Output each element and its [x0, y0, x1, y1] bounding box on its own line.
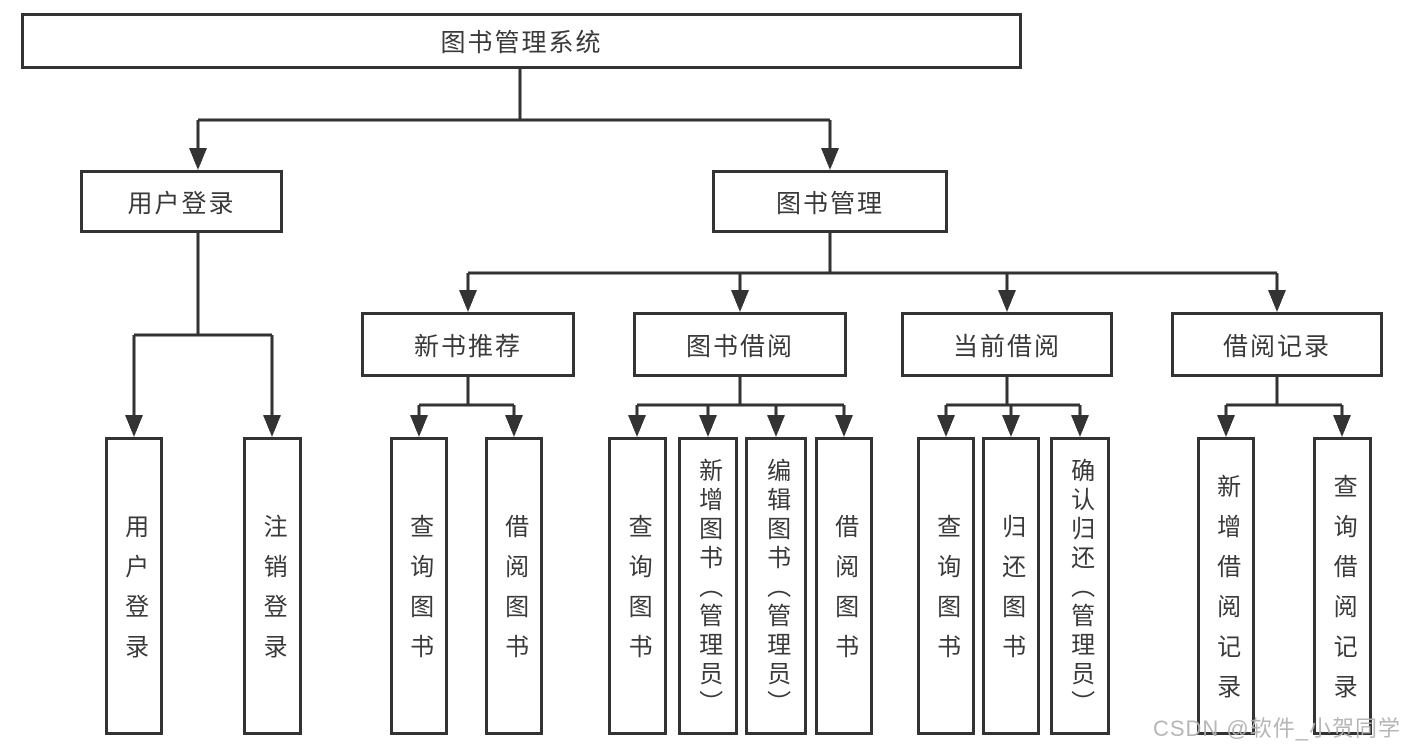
- watermark: CSDN @软件_小贺同学: [1152, 716, 1401, 741]
- arrow-down-icon: [1071, 415, 1089, 437]
- leaf-edit-books-admin: 编辑图书（管理员）: [745, 437, 807, 735]
- node-label: 用户登录: [127, 189, 236, 218]
- node-label: 查询借阅记录: [1329, 474, 1357, 714]
- arrow-down-icon: [835, 415, 853, 437]
- node-label: 注销登录: [259, 514, 287, 674]
- leaf-return-books: 归还图书: [982, 437, 1040, 735]
- leaf-add-books-admin: 新增图书（管理员）: [678, 437, 738, 735]
- node-book-borrowing: 图书借阅: [633, 312, 847, 377]
- connector-lines: [132, 69, 1344, 418]
- node-label: 查询图书: [405, 514, 433, 674]
- leaf-recommend-query-books: 查询图书: [390, 437, 448, 735]
- node-current-borrowing: 当前借阅: [901, 312, 1113, 377]
- arrow-down-icon: [998, 290, 1016, 312]
- leaf-query-borrow-record: 查询借阅记录: [1313, 437, 1372, 735]
- node-label: 确认归还（管理员）: [1066, 458, 1094, 719]
- arrow-down-icon: [505, 415, 523, 437]
- node-label: 图书借阅: [685, 332, 794, 361]
- arrow-down-icon: [699, 415, 717, 437]
- arrow-down-icon: [1268, 290, 1286, 312]
- node-label: 归还图书: [997, 514, 1025, 674]
- arrow-down-icon: [937, 415, 955, 437]
- leaf-confirm-return-admin: 确认归还（管理员）: [1050, 437, 1110, 735]
- arrow-down-icon: [1333, 415, 1351, 437]
- arrow-down-icon: [821, 148, 839, 170]
- leaf-current-query-books: 查询图书: [917, 437, 975, 735]
- node-label: 图书管理: [775, 189, 884, 218]
- leaf-recommend-borrow-books: 借阅图书: [485, 437, 543, 735]
- node-user-login: 用户登录: [80, 170, 283, 233]
- arrow-down-icon: [410, 415, 428, 437]
- node-label: 新增借阅记录: [1212, 474, 1240, 714]
- node-label: 新书推荐: [413, 332, 522, 361]
- node-library-management-system: 图书管理系统: [21, 13, 1022, 69]
- node-label: 当前借阅: [952, 332, 1061, 361]
- arrow-down-icon: [767, 415, 785, 437]
- node-borrowing-records: 借阅记录: [1171, 312, 1383, 377]
- node-label: 查询图书: [624, 514, 652, 674]
- node-label: 借阅图书: [500, 514, 528, 674]
- leaf-add-borrow-record: 新增借阅记录: [1197, 437, 1255, 735]
- node-label: 借阅图书: [830, 514, 858, 674]
- node-label: 图书管理系统: [440, 29, 603, 57]
- node-label: 新增图书（管理员）: [694, 458, 722, 719]
- leaf-logout: 注销登录: [243, 437, 302, 735]
- node-label: 借阅记录: [1222, 332, 1331, 361]
- arrow-down-icon: [1217, 415, 1235, 437]
- leaf-user-login: 用户登录: [105, 437, 163, 735]
- arrow-down-icon: [189, 148, 207, 170]
- node-label: 查询图书: [932, 514, 960, 674]
- arrow-down-icon: [263, 415, 281, 437]
- arrow-down-icon: [125, 415, 143, 437]
- leaf-borrowing-query-books: 查询图书: [608, 437, 667, 735]
- arrow-down-icon: [731, 290, 749, 312]
- leaf-borrowing-borrow-books: 借阅图书: [815, 437, 873, 735]
- arrow-down-icon: [628, 415, 646, 437]
- node-new-book-recommendation: 新书推荐: [361, 312, 575, 377]
- arrow-down-icon: [1002, 415, 1020, 437]
- node-label: 编辑图书（管理员）: [762, 458, 790, 719]
- node-book-management: 图书管理: [712, 170, 948, 233]
- node-label: 用户登录: [120, 514, 148, 674]
- arrow-down-icon: [459, 290, 477, 312]
